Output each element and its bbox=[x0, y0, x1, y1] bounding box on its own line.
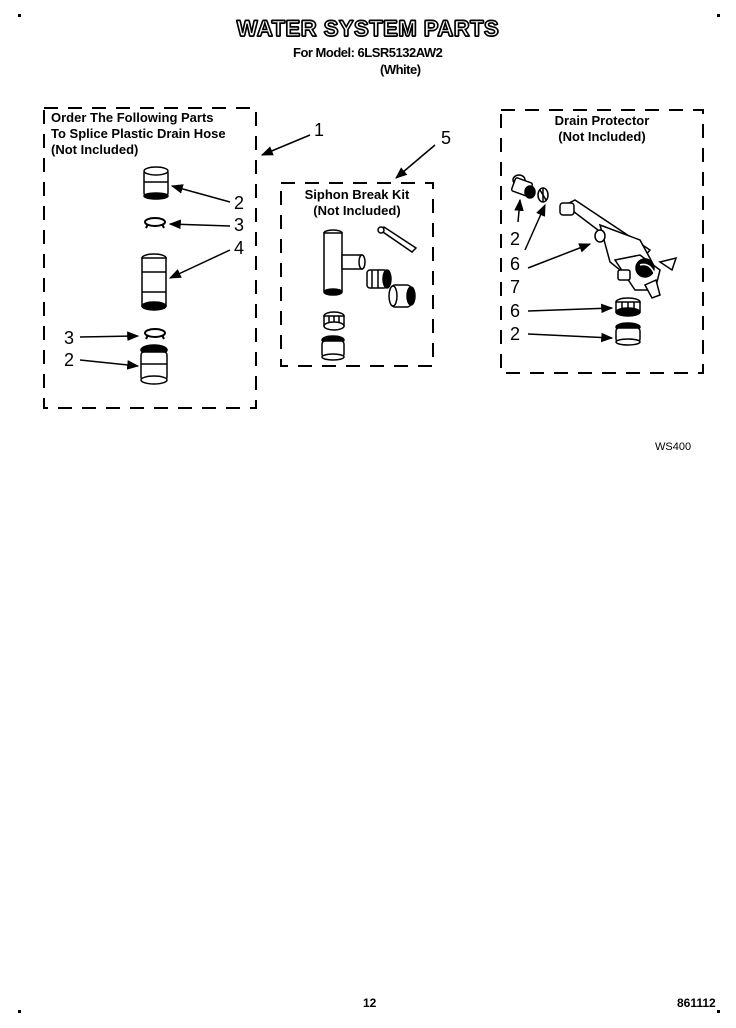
model-line: For Model: 6LSR5132AW2 bbox=[293, 45, 443, 60]
callout-4: 4 bbox=[234, 238, 245, 258]
siphon-ring bbox=[323, 311, 345, 331]
siphon-tie-strap bbox=[377, 226, 418, 253]
drain-protector-body bbox=[559, 199, 678, 299]
drain-ring-small bbox=[537, 187, 549, 203]
clamp-part-top bbox=[144, 217, 166, 229]
color-line: (White) bbox=[380, 62, 421, 77]
splice-parts-label: Order The Following Parts To Splice Plas… bbox=[51, 110, 226, 158]
callout-3-left-bottom: 3 bbox=[64, 328, 75, 348]
siphon-break-box bbox=[280, 182, 434, 367]
callout-2-right-bottom: 2 bbox=[510, 324, 521, 344]
siphon-break-line2: (Not Included) bbox=[313, 203, 401, 218]
page-number: 12 bbox=[363, 996, 377, 1010]
siphon-nut bbox=[366, 269, 392, 289]
siphon-break-line1: Siphon Break Kit bbox=[304, 187, 410, 202]
callout-7: 7 bbox=[510, 277, 521, 297]
splice-parts-box bbox=[43, 107, 257, 409]
figure-code: WS400 bbox=[655, 441, 692, 453]
document-number: 861112 bbox=[677, 996, 716, 1010]
drain-protector-line2: (Not Included) bbox=[558, 129, 646, 144]
drain-protector-line1: Drain Protector bbox=[554, 113, 650, 128]
clamp-part-bottom bbox=[144, 328, 166, 340]
siphon-break-label: Siphon Break Kit (Not Included) bbox=[281, 187, 433, 219]
siphon-fitting bbox=[388, 284, 416, 308]
drain-cap-small bbox=[510, 174, 536, 199]
drain-protector-box bbox=[500, 109, 704, 374]
connector-part-bottom bbox=[140, 344, 168, 385]
callout-2-left-top: 2 bbox=[234, 193, 245, 213]
callout-2-left-bottom: 2 bbox=[64, 350, 75, 370]
coupling-part bbox=[141, 253, 167, 311]
connector-part-top bbox=[143, 166, 169, 200]
corner-mark-bottom-right bbox=[717, 1010, 720, 1013]
splice-parts-line3: (Not Included) bbox=[51, 142, 139, 157]
corner-mark-top-right bbox=[717, 14, 720, 17]
siphon-tee bbox=[323, 229, 366, 296]
splice-parts-line2: To Splice Plastic Drain Hose bbox=[51, 126, 226, 141]
callout-5: 5 bbox=[441, 128, 452, 148]
corner-mark-top-left bbox=[18, 14, 21, 17]
callout-3-left-top: 3 bbox=[234, 215, 245, 235]
callout-6-right-bottom: 6 bbox=[510, 301, 521, 321]
drain-ring-bottom bbox=[615, 297, 641, 317]
callout-1: 1 bbox=[314, 120, 325, 140]
corner-mark-bottom-left bbox=[18, 1010, 21, 1013]
page-title: WATER SYSTEM PARTS bbox=[236, 15, 500, 41]
siphon-cap bbox=[321, 335, 345, 361]
callout-2-right-top: 2 bbox=[510, 229, 521, 249]
splice-parts-line1: Order The Following Parts bbox=[51, 110, 214, 125]
drain-protector-label: Drain Protector (Not Included) bbox=[501, 113, 703, 145]
callout-6-right-top: 6 bbox=[510, 254, 521, 274]
drain-cap-bottom bbox=[615, 322, 641, 346]
